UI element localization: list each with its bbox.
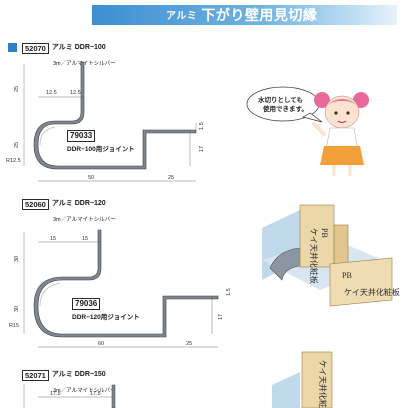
profile-shape: [33, 229, 219, 338]
board-label: ケイ天井化粧板: [318, 360, 328, 408]
product-spec: 3m／アルマイトシルバー: [53, 388, 116, 394]
speech-line: 使用できます。: [262, 104, 308, 113]
dim-label: 17.5: [50, 391, 61, 397]
mascot-illustration: 水切りとしても 使用できます。: [246, 86, 369, 176]
profile-drawing-52070: 12.5 12.5 25 25 R12.5 50 25 1.5 17: [6, 61, 205, 182]
wood-board: [299, 204, 335, 268]
product-name: アルミ DDR−150: [51, 371, 106, 378]
product-code: 52060: [22, 199, 49, 210]
dim-label: 50: [88, 175, 94, 181]
dim-label: 17: [199, 146, 205, 152]
joint-label: DDR−100用ジョイント: [67, 146, 135, 153]
dim-label: 1.5: [199, 122, 205, 130]
joint-code-box: 79036: [72, 298, 101, 310]
title-prefix: アルミ: [166, 11, 198, 22]
board-label: ケイ天井化粧板: [344, 287, 400, 297]
profile-drawing-52060: 15 15 30 30 R15 60 25 1.5 17: [9, 229, 232, 348]
dim-label: 15: [50, 236, 56, 242]
product-spec: 3m／アルマイトシルバー: [53, 217, 116, 223]
profile-shape: [111, 384, 116, 408]
joint-label: DDR−120用ジョイント: [72, 314, 140, 321]
dim-label: 17: [218, 314, 224, 320]
dim-label: 30: [14, 306, 20, 312]
dim-label: R15: [9, 323, 19, 329]
mascot-hair: [326, 99, 358, 106]
page-title: アルミ下がり壁用見切縁: [166, 6, 317, 24]
section-marker: [8, 43, 17, 52]
dim-label: 25: [186, 341, 192, 347]
dim-label: 25: [14, 86, 20, 92]
board-label: ケイ天井化粧板: [309, 228, 319, 284]
product-name: アルミ DDR−100: [51, 44, 106, 51]
product-name: アルミ DDR−120: [51, 200, 106, 207]
product-code: 52070: [22, 43, 49, 54]
board-label: PB: [342, 271, 352, 280]
wood-board: [329, 257, 393, 307]
hair-bun-icon: [314, 92, 330, 108]
speech-bubble-tail: [302, 112, 323, 123]
dim-label: 1.5: [226, 288, 232, 296]
dim-label: 12.5: [46, 90, 57, 96]
header-bar: [92, 5, 397, 25]
profile-drawing-52071: 17.5 17.5: [23, 384, 116, 408]
dim-label: 17.5: [90, 391, 101, 397]
dim-label: 60: [98, 341, 104, 347]
dim-label: R12.5: [6, 158, 21, 164]
dim-label: 12.5: [70, 90, 81, 96]
wood-board: [301, 351, 333, 408]
profile-shape: [33, 61, 197, 170]
product-code: 52071: [22, 370, 49, 381]
dim-label: 25: [168, 175, 174, 181]
dim-label: 25: [14, 142, 20, 148]
mascot-skirt: [320, 146, 364, 165]
title-text: 下がり壁用見切縁: [201, 7, 318, 23]
speech-line: 水切りとしても: [258, 95, 303, 104]
dim-label: 30: [14, 256, 20, 262]
install-illustration-1: PB ケイ天井化粧板 PB ケイ天井化粧板: [262, 204, 400, 307]
install-illustration-2: ケイ天井化粧板: [272, 351, 333, 408]
board-label: PB: [320, 228, 329, 238]
joint-code-box: 79033: [67, 130, 96, 142]
dim-label: 15: [82, 236, 88, 242]
